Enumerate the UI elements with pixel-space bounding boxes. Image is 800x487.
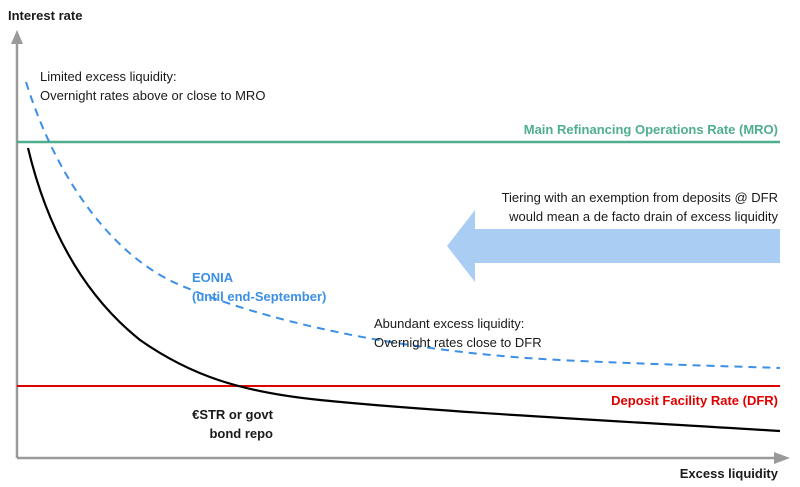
mro-label: Main Refinancing Operations Rate (MRO) <box>524 122 778 137</box>
abundant-liquidity-line2: Overnight rates close to DFR <box>374 335 542 350</box>
eonia-curve <box>25 81 781 369</box>
estr-label-line2: bond repo <box>209 426 273 441</box>
estr-curve <box>26 147 781 433</box>
limited-liquidity-line2: Overnight rates above or close to MRO <box>40 88 265 103</box>
y-axis-title: Interest rate <box>8 8 82 23</box>
left-arrow-icon <box>447 210 780 282</box>
tiering-line1: Tiering with an exemption from deposits … <box>502 190 778 205</box>
estr-label-line1: €STR or govt <box>192 407 274 422</box>
x-axis-arrowhead <box>774 452 790 464</box>
limited-liquidity-line1: Limited excess liquidity: <box>40 69 177 84</box>
axes <box>11 30 790 464</box>
eonia-label-line1: EONIA <box>192 270 234 285</box>
eonia-label-line2: (until end-September) <box>192 289 326 304</box>
dfr-label: Deposit Facility Rate (DFR) <box>611 393 778 408</box>
x-axis-title: Excess liquidity <box>680 466 779 481</box>
abundant-liquidity-line1: Abundant excess liquidity: <box>374 316 524 331</box>
tiering-line2: would mean a de facto drain of excess li… <box>508 209 778 224</box>
y-axis-arrowhead <box>11 30 23 44</box>
